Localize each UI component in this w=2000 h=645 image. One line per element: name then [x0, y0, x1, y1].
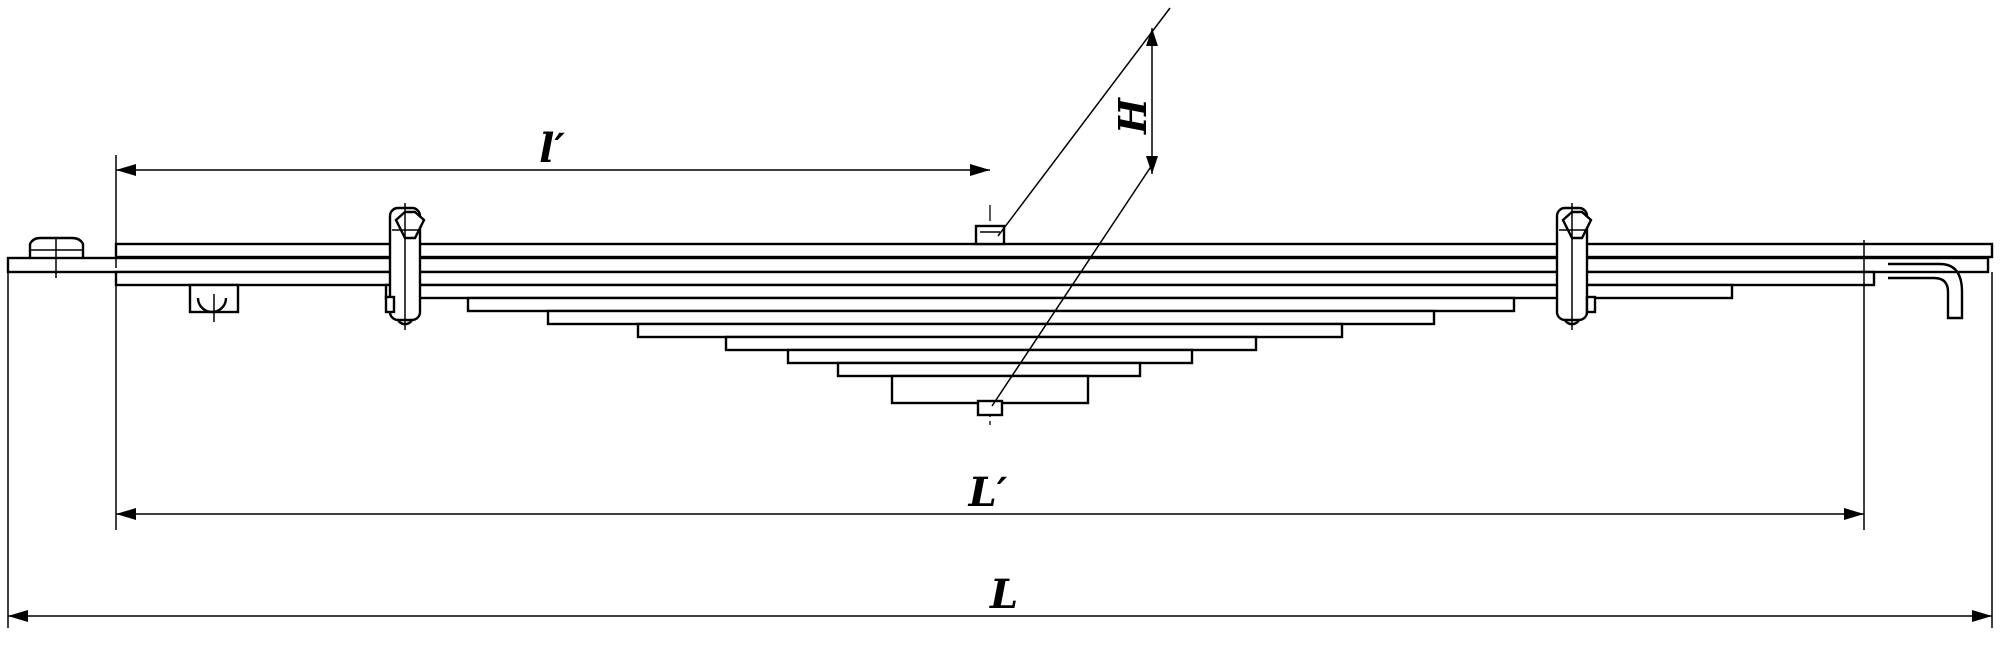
- l-prime-arrow-left: [116, 164, 136, 176]
- left-tab-bolt: [196, 297, 228, 314]
- right-hook: [1888, 262, 1964, 320]
- dimension-l-prime: l′: [115, 125, 990, 268]
- dimension-L-prime: L′: [115, 240, 1865, 530]
- h-label: H: [1110, 97, 1155, 135]
- leaf-3: [384, 283, 1734, 300]
- main-leaf-bar: [6, 256, 1990, 274]
- left-clamp: [384, 203, 426, 330]
- left-stop-tab: [188, 283, 240, 322]
- leaf-8: [786, 348, 1194, 365]
- right-clamp-bottom: [1563, 319, 1581, 326]
- L-prime-label: L′: [968, 469, 1008, 516]
- left-clamp-bottom: [396, 319, 414, 326]
- h-arrow-bottom: [1146, 156, 1158, 174]
- leaf-2: [114, 270, 1876, 287]
- L-prime-arrow-left: [116, 508, 136, 520]
- dimension-L: L: [7, 272, 1993, 628]
- hook-shape: [1888, 262, 1964, 320]
- h-extension-bottom: [991, 161, 1155, 407]
- center-bolt-nut: [976, 399, 1004, 417]
- center-bolt-head: [974, 224, 1006, 246]
- leaf-9: [836, 361, 1142, 378]
- L-arrow-left: [8, 610, 28, 622]
- leaf-4: [466, 296, 1516, 313]
- l-prime-label: l′: [539, 125, 565, 172]
- center-bolt: [974, 224, 1006, 417]
- left-clamp-foot: [384, 295, 396, 314]
- h-extension-top: [997, 7, 1171, 237]
- leaf-10: [890, 374, 1090, 405]
- leaf-5: [546, 309, 1436, 326]
- leaf-stack: [114, 242, 1994, 405]
- leaf-7: [724, 335, 1258, 352]
- right-clamp-foot: [1585, 295, 1597, 314]
- L-prime-arrow-right: [1844, 508, 1864, 520]
- leaf-6: [636, 322, 1344, 339]
- dimension-h: H: [1110, 28, 1158, 174]
- l-prime-arrow-right: [970, 164, 990, 176]
- right-clamp: [1555, 203, 1597, 330]
- L-label: L: [989, 571, 1018, 618]
- h-arrow-top: [1146, 28, 1158, 46]
- L-arrow-right: [1972, 610, 1992, 622]
